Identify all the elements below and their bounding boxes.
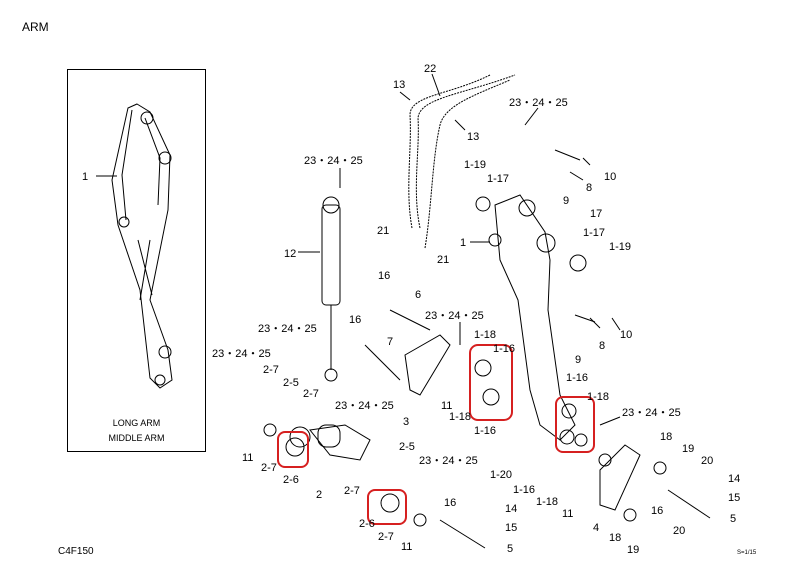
- callout-6: 6: [415, 289, 421, 301]
- diagram-code: C4F150: [58, 546, 94, 557]
- callout-11: 11: [401, 541, 412, 553]
- callout-9: 9: [575, 354, 581, 366]
- callout-1-18: 1-18: [536, 496, 558, 508]
- callout-8: 8: [586, 182, 592, 194]
- callout-22: 22: [424, 63, 436, 75]
- callout-15: 15: [505, 522, 517, 534]
- callout-1: 1: [460, 237, 466, 249]
- callout-1-17: 1-17: [583, 227, 605, 239]
- callout-2-7: 2-7: [344, 485, 360, 497]
- callout-23-24-25: 23・24・25: [335, 400, 394, 412]
- callout-2-6: 2-6: [359, 518, 375, 530]
- callout-1-18: 1-18: [449, 411, 471, 423]
- callout-1-16: 1-16: [474, 425, 496, 437]
- main-arm: [488, 194, 576, 441]
- callout-9: 9: [563, 195, 569, 207]
- callout-14: 14: [505, 503, 517, 515]
- callout-5: 5: [730, 513, 736, 525]
- callout-23-24-25: 23・24・25: [622, 407, 681, 419]
- callout-20: 20: [701, 455, 713, 467]
- inset-arm-drawing: 1: [82, 103, 173, 389]
- callout-labels: 22 13 13 23・24・25 23・24・25 1-19 1-17 10 …: [212, 63, 740, 556]
- callout-1-19: 1-19: [464, 159, 486, 171]
- callout-11: 11: [242, 452, 253, 464]
- callout-2-7: 2-7: [261, 462, 277, 474]
- callout-15: 15: [728, 492, 740, 504]
- callout-2-6: 2-6: [283, 474, 299, 486]
- callout-23-24-25: 23・24・25: [419, 455, 478, 467]
- cylinder: [321, 196, 341, 382]
- callout-2-7: 2-7: [263, 364, 279, 376]
- callout-16: 16: [444, 497, 456, 509]
- callout-14: 14: [728, 473, 740, 485]
- callout-1-20: 1-20: [490, 469, 512, 481]
- link-parts: [263, 149, 711, 549]
- inset-box: LONG ARM MIDDLE ARM: [67, 69, 206, 452]
- inset-label-long-arm: LONG ARM: [112, 418, 161, 428]
- callout-1-18: 1-18: [587, 391, 609, 403]
- highlight-bushings-1-16-lower: [555, 396, 595, 453]
- callout-2-5: 2-5: [399, 441, 415, 453]
- hoses: [408, 74, 516, 249]
- highlight-bushing-2-6-left: [277, 431, 309, 468]
- callout-1-17: 1-17: [487, 173, 509, 185]
- highlight-bushings-1-16-upper: [469, 344, 513, 421]
- callout-2-7: 2-7: [378, 531, 394, 543]
- callout-7: 7: [387, 336, 393, 348]
- inset-callout: 1: [82, 171, 88, 183]
- callout-2: 2: [316, 489, 322, 501]
- callout-13: 13: [393, 79, 405, 91]
- callout-1-16: 1-16: [566, 372, 588, 384]
- callout-4: 4: [593, 522, 599, 534]
- callout-13: 13: [467, 131, 479, 143]
- callout-5: 5: [507, 543, 513, 555]
- callout-1-16: 1-16: [493, 343, 515, 355]
- callout-11: 11: [562, 508, 573, 520]
- callout-19: 19: [627, 544, 639, 556]
- callout-21: 21: [377, 225, 389, 237]
- inset-label-middle-arm: MIDDLE ARM: [108, 433, 165, 443]
- callout-18: 18: [660, 431, 672, 443]
- callout-1-16: 1-16: [513, 484, 535, 496]
- callout-10: 10: [604, 171, 616, 183]
- callout-23-24-25: 23・24・25: [509, 97, 568, 109]
- callout-23-24-25: 23・24・25: [212, 348, 271, 360]
- callout-23-24-25: 23・24・25: [258, 323, 317, 335]
- callout-2-5: 2-5: [283, 377, 299, 389]
- callout-3: 3: [403, 416, 409, 428]
- callout-11: 11: [441, 400, 452, 412]
- callout-12: 12: [284, 248, 296, 260]
- callout-16: 16: [378, 270, 390, 282]
- page-title: ARM: [22, 20, 49, 34]
- leader-lines: [298, 73, 621, 426]
- callout-18: 18: [609, 532, 621, 544]
- callout-1-19: 1-19: [609, 241, 631, 253]
- callout-20: 20: [673, 525, 685, 537]
- highlight-bushing-2-6-bottom: [367, 489, 407, 525]
- callout-19: 19: [682, 443, 694, 455]
- callout-23-24-25: 23・24・25: [304, 155, 363, 167]
- callout-1-18: 1-18: [474, 329, 496, 341]
- sheet-number: S=1/15: [737, 550, 757, 556]
- callout-23-24-25: 23・24・25: [425, 310, 484, 322]
- callout-2-7: 2-7: [303, 388, 319, 400]
- callout-10: 10: [620, 329, 632, 341]
- callout-17: 17: [590, 208, 602, 220]
- callout-16: 16: [349, 314, 361, 326]
- callout-8: 8: [599, 340, 605, 352]
- highlight-marks: [277, 344, 595, 525]
- callout-21: 21: [437, 254, 449, 266]
- callout-16: 16: [651, 505, 663, 517]
